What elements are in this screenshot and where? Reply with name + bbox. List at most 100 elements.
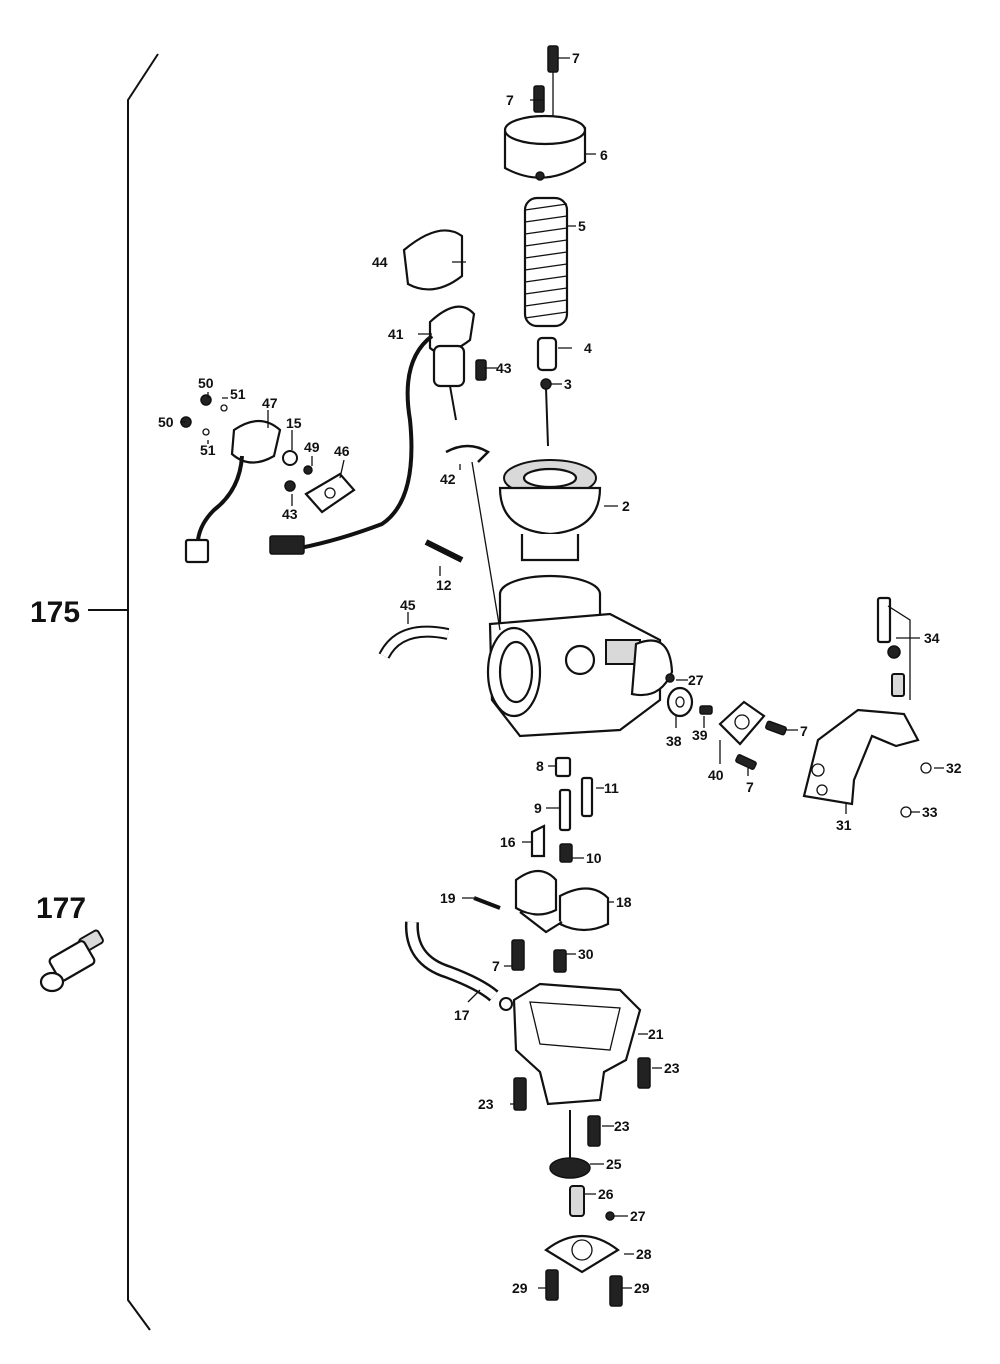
callout-3: 3 [564, 376, 572, 392]
callout-12: 12 [436, 577, 452, 593]
callout-labels: 7 7 6 5 44 41 4 43 3 50 51 47 15 49 46 5… [158, 50, 962, 1296]
callout-43-upper: 43 [496, 360, 512, 376]
callout-46: 46 [334, 443, 350, 459]
part-34-bolt-spring [876, 596, 911, 700]
part-177-temperature-sensor [39, 929, 104, 993]
callout-15: 15 [286, 415, 302, 431]
part-41-auto-choke [269, 305, 476, 555]
callout-25: 25 [606, 1156, 622, 1172]
part-31-bracket [802, 708, 920, 806]
part-5-spring [523, 196, 569, 328]
callout-28: 28 [636, 1246, 652, 1262]
part-26-spring [569, 1185, 585, 1217]
part-17-drain-hose [404, 921, 513, 1011]
callout-26: 26 [598, 1186, 614, 1202]
callout-18: 18 [616, 894, 632, 910]
part-40-cover-plate [718, 700, 766, 746]
callout-51-lower: 51 [200, 442, 216, 458]
callout-47: 47 [262, 395, 278, 411]
callout-7-second: 7 [506, 92, 514, 108]
part-46-gasket [304, 472, 356, 514]
part-25-diaphragm [549, 1110, 591, 1179]
callout-51-upper: 51 [230, 386, 246, 402]
part-10-screw [559, 843, 573, 863]
callout-6: 6 [600, 147, 608, 163]
callout-29-right: 29 [634, 1280, 650, 1296]
part-43-screw-lower [284, 480, 296, 492]
callout-49: 49 [304, 439, 320, 455]
callout-30: 30 [578, 946, 594, 962]
part-4-needle-holder [536, 336, 558, 372]
callout-23-left: 23 [478, 1096, 494, 1112]
part-9-needle-jet [558, 788, 572, 832]
callout-45: 45 [400, 597, 416, 613]
callout-40: 40 [708, 767, 724, 783]
part-18-float [514, 869, 610, 934]
callout-50-upper: 50 [198, 375, 214, 391]
assembly-bracket [88, 53, 159, 1331]
callout-7-right: 7 [800, 723, 808, 739]
callout-44: 44 [372, 254, 388, 270]
part-45-hose [378, 625, 450, 660]
part-16-jet [530, 824, 546, 858]
callout-21: 21 [648, 1026, 664, 1042]
part-19-float-pin [473, 896, 501, 910]
part-7-side-screws [735, 720, 787, 770]
callout-8: 8 [536, 758, 544, 774]
callout-7-top: 7 [572, 50, 580, 66]
part-23-screws [513, 1057, 651, 1147]
callout-9: 9 [534, 800, 542, 816]
part-8-main-jet [554, 756, 572, 778]
callout-31: 31 [836, 817, 852, 833]
part-49-washer [303, 465, 313, 475]
part-38-washer [666, 686, 694, 718]
callout-33: 33 [922, 804, 938, 820]
callout-23-lower: 23 [614, 1118, 630, 1134]
callout-11: 11 [604, 780, 619, 796]
callout-39: 39 [692, 727, 708, 743]
part-29-screws [545, 1269, 623, 1307]
part-30-drain-screw [553, 949, 567, 973]
callout-27-lower: 27 [630, 1208, 646, 1224]
callout-38: 38 [666, 733, 682, 749]
callout-41: 41 [388, 326, 404, 342]
callout-23-right: 23 [664, 1060, 680, 1076]
callout-42: 42 [440, 471, 456, 487]
part-27-small-screw-lower [605, 1211, 615, 1221]
callout-29-left: 29 [512, 1280, 528, 1296]
part-2-piston-diaphragm [498, 459, 602, 562]
callout-32: 32 [946, 760, 962, 776]
callout-7-bowl: 7 [492, 958, 500, 974]
callout-10: 10 [586, 850, 602, 866]
callout-16: 16 [500, 834, 516, 850]
part-42-clamp [445, 444, 491, 463]
part-12-pilot-screw [424, 539, 464, 563]
leader-lines [180, 57, 944, 1289]
callout-27-upper: 27 [688, 672, 704, 688]
part-15-o-ring [282, 450, 298, 466]
part-7-top-screws [533, 45, 559, 118]
part-39-screw [699, 705, 713, 715]
part-43-screw-upper [475, 359, 487, 381]
part-7-float-bowl-screw [511, 939, 525, 971]
part-11-slow-jet [580, 776, 594, 818]
part-44-rubber-cap [402, 229, 464, 291]
part-32-screw [920, 762, 932, 774]
part-51-washers [202, 404, 228, 436]
assembly-label-177: 177 [36, 892, 86, 925]
callout-7-lower-right: 7 [746, 779, 754, 795]
callout-17: 17 [454, 1007, 470, 1023]
part-47-throttle-sensor [184, 419, 282, 564]
callout-43-lower: 43 [282, 506, 298, 522]
carburetor-body [471, 461, 674, 738]
part-21-float-bowl [512, 982, 642, 1106]
part-27-small-screw [665, 673, 675, 683]
part-33-screw [900, 806, 912, 818]
callout-2: 2 [622, 498, 630, 514]
assembly-label-175: 175 [30, 596, 80, 629]
callout-5: 5 [578, 218, 586, 234]
callout-34: 34 [924, 630, 940, 646]
callout-19: 19 [440, 890, 456, 906]
part-3-jet-needle [540, 378, 552, 447]
